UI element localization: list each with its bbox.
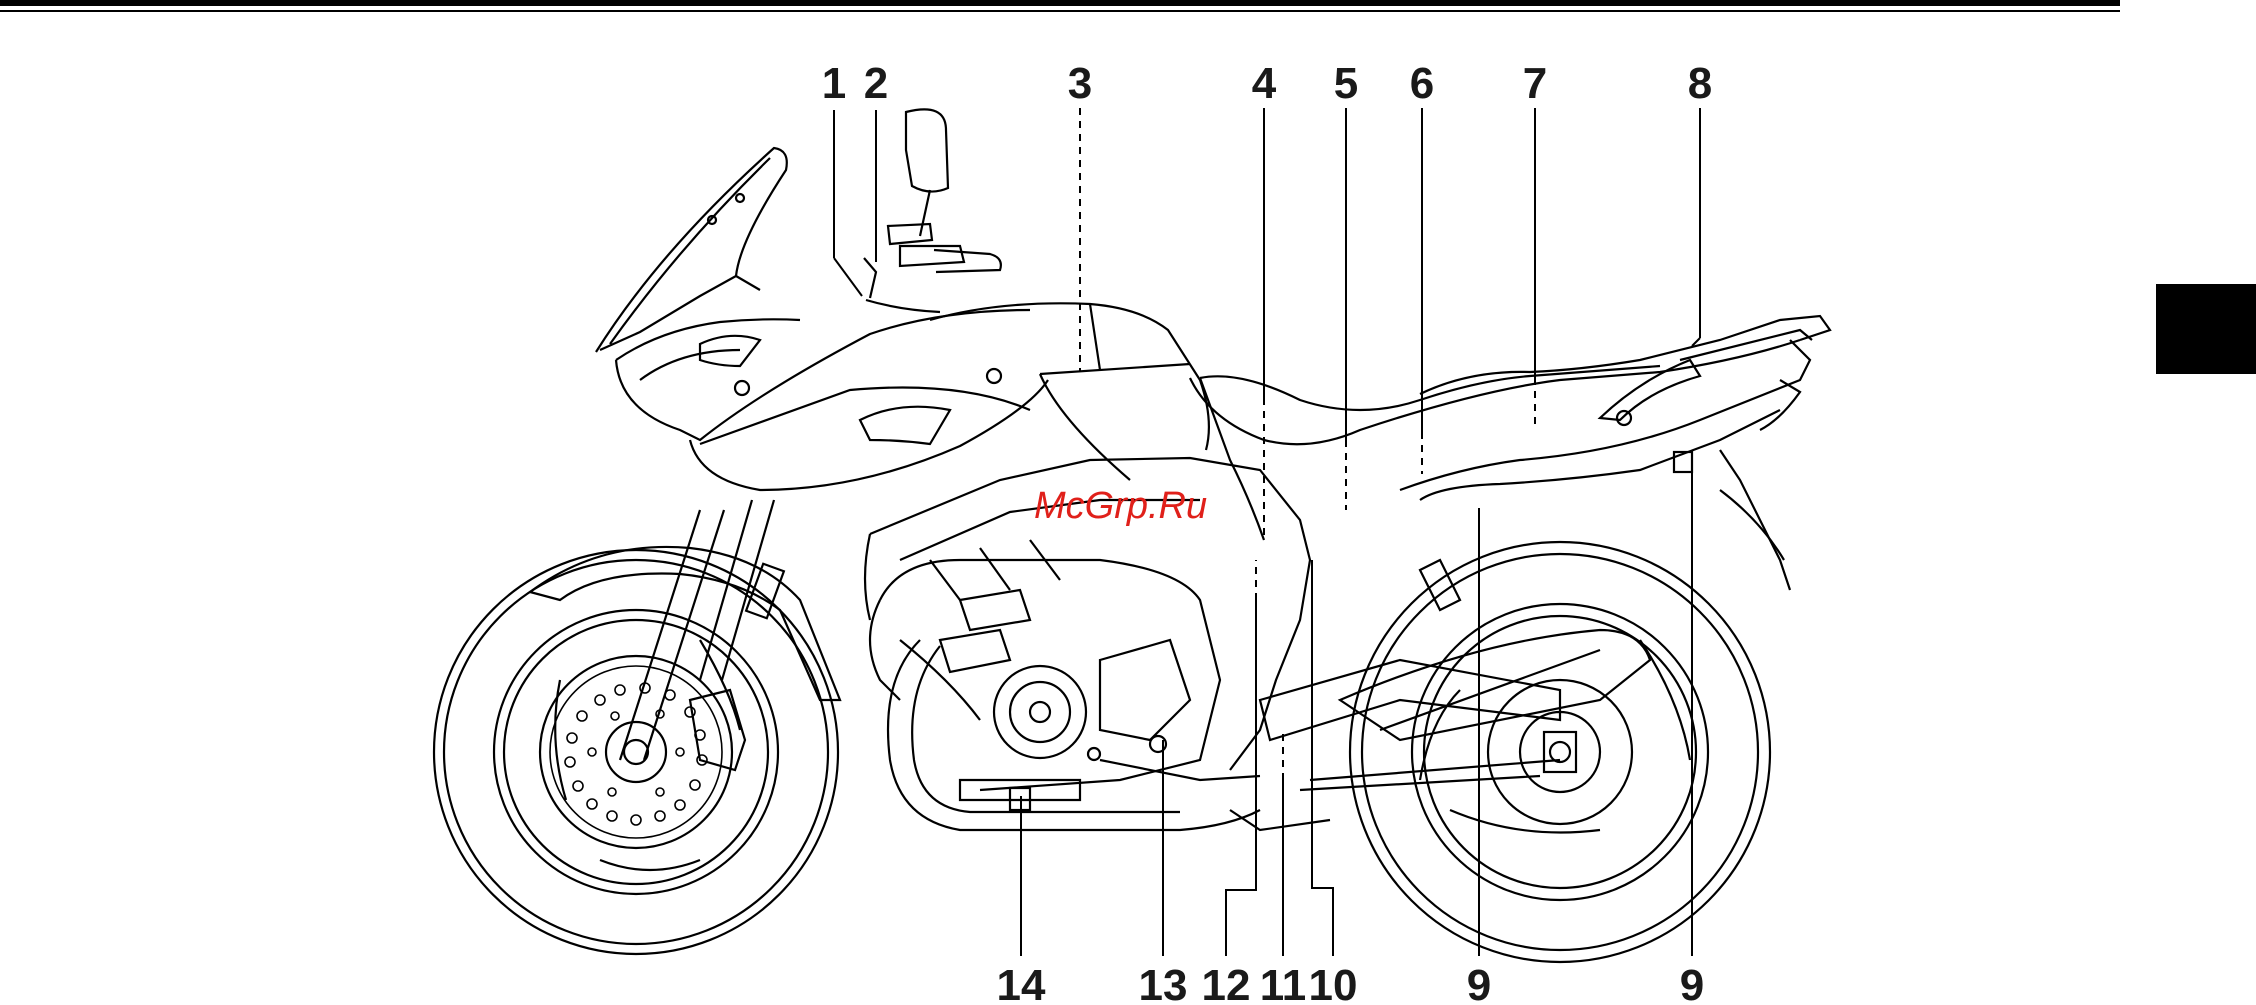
callout-label: 8 [1688,59,1712,108]
callout-label: 7 [1523,59,1547,108]
callout-label: 2 [864,59,888,108]
callout-label: 14 [997,961,1046,1005]
callout-label: 11 [1260,961,1307,1005]
watermark-text: McGrp.Ru [1034,485,1207,527]
seat [1190,316,1830,540]
callout-label: 9 [1467,961,1491,1005]
tail-section [1400,330,1812,590]
callout-label: 13 [1139,961,1188,1005]
mirror-handlebar [864,109,1001,312]
callout-label: 1 [822,59,846,108]
top-callouts: 1 2 3 4 5 6 7 8 [822,59,1712,108]
callout-label: 10 [1309,961,1358,1005]
motorcycle-line-art [434,109,1830,962]
callout-label: 3 [1068,59,1092,108]
swingarm-muffler [1230,630,1650,830]
callout-label: 6 [1410,59,1434,108]
bottom-callouts: 14 13 12 11 10 9 9 [997,961,1705,1005]
front-wheel [434,550,838,954]
fuel-tank [930,303,1209,480]
front-fork [620,500,784,760]
callout-label: 9 [1680,961,1704,1005]
front-fairing [596,148,1048,490]
callout-label: 12 [1202,961,1251,1005]
callout-label: 4 [1252,59,1277,108]
exhaust-header [888,640,1260,830]
rear-wheel [1350,542,1770,962]
callout-label: 5 [1334,59,1358,108]
